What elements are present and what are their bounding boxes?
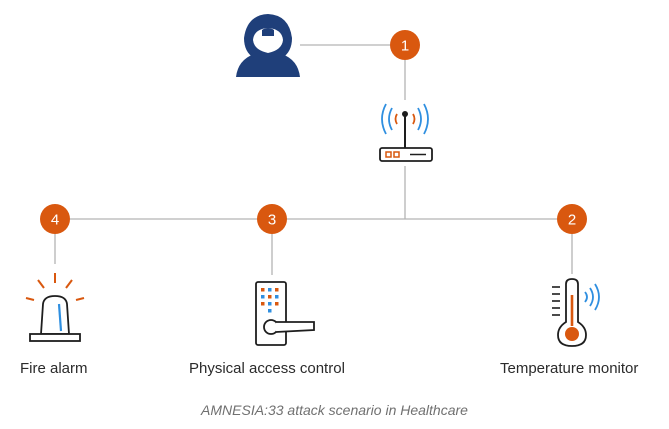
step-badge-1: 1 <box>390 30 420 60</box>
physical-access-control-label: Physical access control <box>189 360 345 377</box>
step-number-1: 1 <box>401 38 409 55</box>
siren-icon <box>25 273 85 342</box>
temperature-monitor-label: Temperature monitor <box>500 360 639 377</box>
thermometer-icon <box>552 278 600 347</box>
fire-alarm-label: Fire alarm <box>20 360 88 377</box>
step-number-3: 3 <box>268 212 276 229</box>
step-badge-2: 2 <box>557 204 587 234</box>
connectors <box>54 44 573 275</box>
step-badge-3: 3 <box>257 204 287 234</box>
step-number-4: 4 <box>51 212 59 229</box>
hooded-hacker-icon <box>236 14 300 77</box>
step-badge-4: 4 <box>40 204 70 234</box>
figure-caption: AMNESIA:33 attack scenario in Healthcare <box>201 402 468 418</box>
step-number-2: 2 <box>568 212 576 229</box>
wifi-router-icon <box>379 103 433 162</box>
keypad-dots <box>261 288 279 313</box>
door-lock-keypad-icon <box>255 281 315 346</box>
